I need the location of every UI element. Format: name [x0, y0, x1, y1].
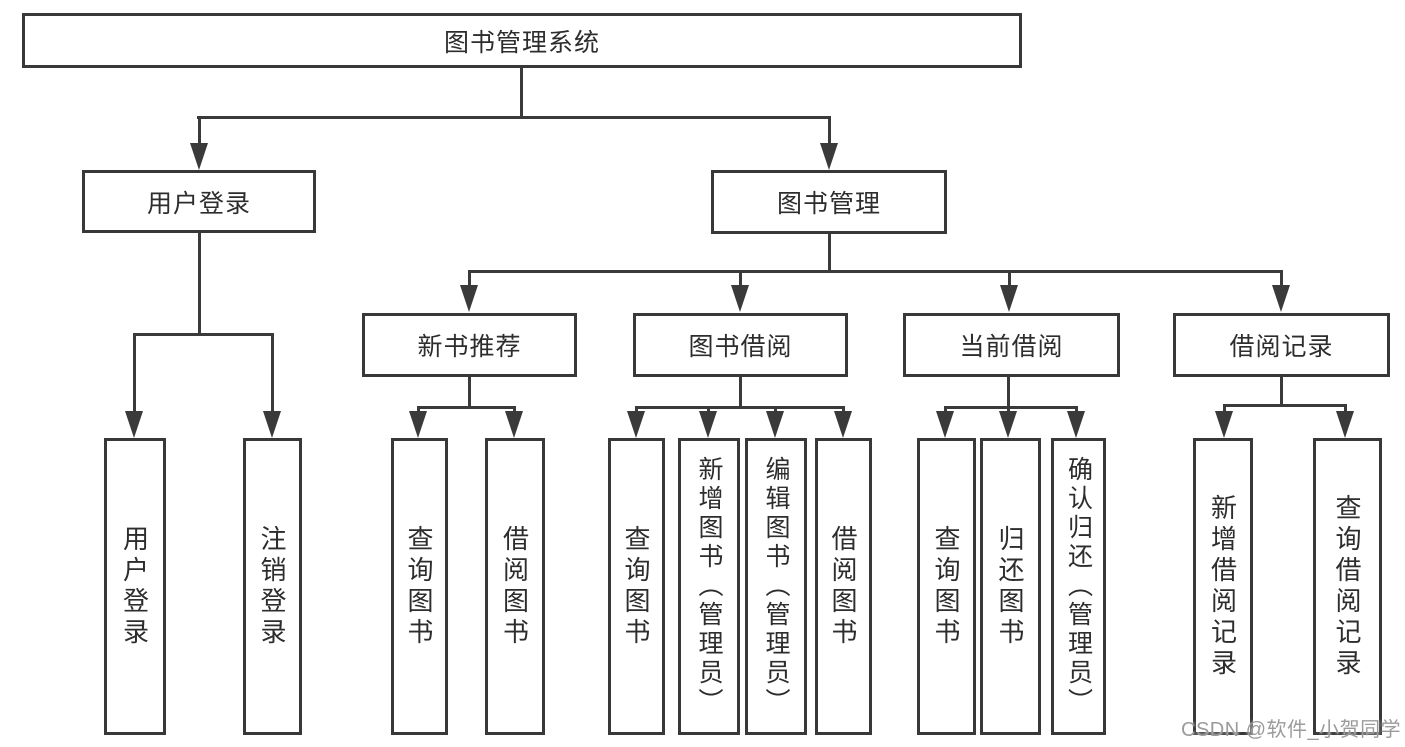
connector-line [739, 377, 742, 409]
arrowhead-down-icon [409, 411, 427, 438]
connector-line [635, 406, 638, 414]
connector-line [133, 333, 136, 413]
node-new-book-recommendation: 新书推荐 [362, 313, 577, 377]
leaf-borrow-query-books: 查询图书 [608, 438, 665, 735]
arrowhead-down-icon [999, 411, 1017, 438]
connector-line [1007, 406, 1010, 414]
arrowhead-down-icon [1272, 285, 1290, 312]
leaf-borrow-borrow-books: 借阅图书 [815, 438, 872, 735]
node-book-borrowing: 图书借阅 [633, 313, 848, 377]
arrowhead-down-icon [1336, 411, 1354, 438]
leaf-borrow-add-books-admin: 新增图书（管理员） [678, 438, 740, 735]
leaf-logout: 注销登录 [243, 438, 302, 735]
connector-line [774, 406, 777, 414]
leaf-current-query-books: 查询图书 [917, 438, 976, 735]
leaf-user-login: 用户登录 [104, 438, 166, 735]
node-user-login: 用户登录 [82, 170, 316, 233]
connector-line [944, 406, 1078, 409]
node-library-management-system: 图书管理系统 [22, 13, 1022, 68]
arrowhead-down-icon [505, 411, 523, 438]
arrowhead-down-icon [834, 411, 852, 438]
arrowhead-down-icon [820, 143, 838, 170]
connector-line [1344, 404, 1347, 414]
leaf-newbook-borrow-books: 借阅图书 [485, 438, 545, 735]
connector-line [417, 406, 420, 414]
connector-line [468, 377, 471, 409]
connector-line [739, 270, 742, 288]
arrowhead-down-icon [1000, 285, 1018, 312]
connector-line [468, 270, 471, 288]
connector-line [417, 406, 516, 409]
leaf-borrow-edit-books-admin: 编辑图书（管理员） [745, 438, 807, 735]
connector-line [1280, 377, 1283, 407]
connector-line [842, 406, 845, 414]
arrowhead-down-icon [1215, 411, 1233, 438]
arrowhead-down-icon [263, 411, 281, 438]
arrowhead-down-icon [731, 285, 749, 312]
node-current-borrowing: 当前借阅 [903, 313, 1120, 377]
arrowhead-down-icon [125, 411, 143, 438]
node-borrowing-records: 借阅记录 [1173, 313, 1390, 377]
connector-line [1223, 404, 1226, 414]
arrowhead-down-icon [766, 411, 784, 438]
connector-line [197, 116, 831, 119]
connector-line [828, 116, 831, 146]
arrowhead-down-icon [627, 411, 645, 438]
arrowhead-down-icon [936, 411, 954, 438]
connector-line [1007, 377, 1010, 409]
node-book-management: 图书管理 [711, 170, 947, 234]
connector-line [468, 270, 1283, 273]
arrowhead-down-icon [190, 143, 208, 170]
connector-line [635, 406, 845, 409]
connector-line [828, 234, 831, 273]
arrowhead-down-icon [699, 411, 717, 438]
connector-line [1280, 270, 1283, 288]
connector-line [520, 68, 523, 119]
leaf-records-query-borrow-record: 查询借阅记录 [1313, 438, 1382, 735]
connector-line [198, 233, 201, 336]
connector-line [1008, 270, 1011, 288]
csdn-watermark: CSDN @软件_小贺同学 [1181, 719, 1402, 741]
connector-line [513, 406, 516, 414]
connector-line [133, 333, 274, 336]
arrowhead-down-icon [460, 285, 478, 312]
connector-line [707, 406, 710, 414]
connector-line [198, 116, 201, 146]
connector-line [1223, 404, 1347, 407]
leaf-current-return-books: 归还图书 [980, 438, 1041, 735]
connector-line [944, 406, 947, 414]
connector-line [271, 333, 274, 413]
leaf-records-add-borrow-record: 新增借阅记录 [1193, 438, 1253, 735]
leaf-newbook-query-books: 查询图书 [391, 438, 448, 735]
connector-line [1075, 406, 1078, 414]
leaf-current-confirm-return-admin: 确认归还（管理员） [1051, 438, 1106, 735]
arrowhead-down-icon [1067, 411, 1085, 438]
